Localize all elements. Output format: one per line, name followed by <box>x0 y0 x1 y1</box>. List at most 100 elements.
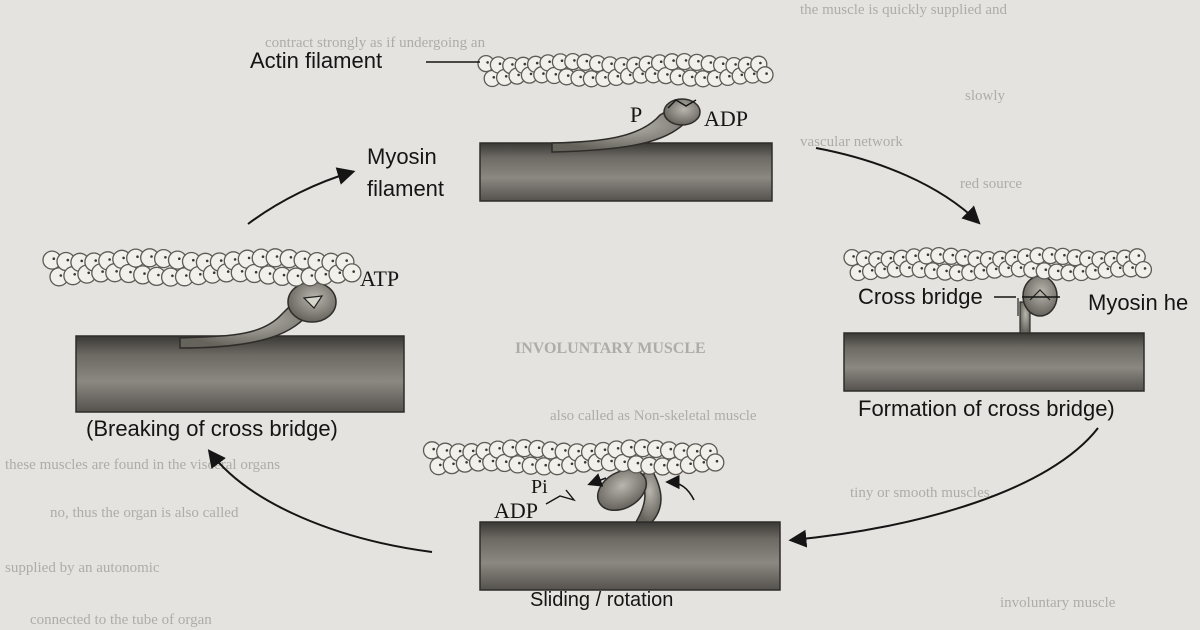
actin-bead-dot <box>517 73 520 77</box>
actin-bead-dot <box>310 274 314 277</box>
actin-bead-dot <box>721 62 725 65</box>
myosin-filament-label-line1: Myosin <box>367 144 437 169</box>
actin-bead-dot <box>537 446 541 450</box>
actin-bead-dot <box>689 462 692 466</box>
actin-bead-dot <box>728 74 731 78</box>
actin-bead-dot <box>656 446 659 450</box>
actin-bead-dot <box>1025 254 1029 257</box>
actin-bead-dot <box>1050 253 1054 256</box>
actin-bead-dot <box>690 75 694 79</box>
actin-bead-dot <box>199 273 202 276</box>
actin-bead-dot <box>458 449 462 453</box>
actin-bead-dot <box>994 267 998 271</box>
myosin-filament-left <box>75 281 405 413</box>
actin-bead-dot <box>1143 267 1147 270</box>
actin-bead-dot <box>143 272 146 275</box>
actin-bead-dot <box>684 59 688 62</box>
actin-bead-dot <box>1038 253 1041 256</box>
actin-bead-dot <box>1001 256 1004 260</box>
actin-bead-dot <box>1081 270 1085 273</box>
actin-bead-dot <box>452 462 455 466</box>
actin-bead-dot <box>597 459 600 463</box>
bg-text-10: no, thus the organ is also called <box>50 505 239 521</box>
actin-bead-dot <box>697 59 700 63</box>
actin-bead-dot <box>709 449 712 453</box>
pi-label-bottom: Pi <box>531 476 548 498</box>
actin-bead-dot <box>877 257 880 260</box>
actin-bead-dot <box>1131 266 1134 269</box>
actin-bead-dot <box>122 256 125 260</box>
actin-bead-dot <box>889 256 893 260</box>
actin-bead-dot <box>524 445 528 449</box>
actin-bead-dot <box>945 269 948 273</box>
cycle-arrow-bottom-left <box>207 449 433 553</box>
actin-bead-dot <box>669 447 673 451</box>
actin-bead-dot <box>643 445 646 449</box>
cycle-arrow-top-right <box>815 147 981 225</box>
myosin-filament-top <box>479 98 773 202</box>
actin-bead-dot <box>331 259 335 263</box>
myosin-filament-right <box>843 275 1145 392</box>
actin-bead-dot <box>932 268 936 271</box>
actin-bead-dot <box>296 274 300 278</box>
actin-bead-dot <box>1019 266 1023 269</box>
actin-bead-dot <box>715 76 719 79</box>
actin-bead-dot <box>108 258 111 261</box>
actin-bead-dot <box>115 270 118 273</box>
myosin-head-bottom <box>597 468 647 512</box>
actin-bead-dot <box>226 270 230 273</box>
actin-bead-dot <box>678 74 682 77</box>
actin-bead-dot <box>1032 267 1035 270</box>
actin-bead-dot <box>988 257 992 260</box>
actin-bead-dot <box>659 60 663 63</box>
actin-bead-dot <box>504 460 508 464</box>
actin-bead-dot <box>511 445 515 449</box>
actin-bead-dot <box>268 272 272 275</box>
actin-bead-dot <box>970 270 973 273</box>
actin-bead-dot <box>597 61 601 64</box>
actin-bead-dot <box>542 72 545 75</box>
actin-bead-dot <box>852 255 855 258</box>
cross-bridge-label: Cross bridge <box>858 284 983 309</box>
actin-bead-dot <box>129 270 132 274</box>
actin-bead-dot <box>551 447 554 451</box>
bg-text-3: slowly <box>965 88 1006 104</box>
actin-bead-dot <box>87 271 90 275</box>
actin-bead-dot <box>1063 253 1066 257</box>
actin-bead-dot <box>1137 254 1141 257</box>
actin-bead-dot <box>901 255 905 259</box>
actin-bead-dot <box>759 61 762 65</box>
actin-bead-dot <box>1056 269 1060 273</box>
bg-text-2: contract strongly as if undergoing an <box>265 35 486 51</box>
actin-bead-dot <box>66 258 70 262</box>
adp-label-bottom: ADP <box>494 498 539 523</box>
bg-text-4: vascular network <box>800 134 903 150</box>
actin-bead-dot <box>649 463 653 466</box>
cycle-arrow-bottom-right <box>788 427 1099 548</box>
actin-bead-dot <box>622 63 626 66</box>
actin-bead-dot <box>535 61 539 65</box>
actin-bead-dot <box>178 257 181 261</box>
actin-bead-dot <box>486 61 489 64</box>
actin-bead-dot <box>136 255 139 258</box>
actin-bead-dot <box>653 72 657 75</box>
actin-bead-dot <box>432 447 436 451</box>
actin-bead-dot <box>570 462 574 466</box>
actin-bead-dot <box>185 274 188 277</box>
actin-bead-dot <box>445 449 449 452</box>
actin-bead-dot <box>219 259 223 262</box>
pi-adp-marker <box>545 489 576 505</box>
bg-text-11: supplied by an autonomic <box>5 560 160 576</box>
actin-bead-dot <box>254 270 258 274</box>
actin-bead-dot <box>164 255 167 259</box>
actin-bead-dot <box>695 449 699 453</box>
actin-bead-dot <box>492 76 496 79</box>
actin-bead-dot <box>635 62 638 66</box>
bg-text-13: connected to the tube of organ <box>30 612 212 628</box>
actin-bead-dot <box>864 256 868 260</box>
actin-bead-dot <box>734 63 737 66</box>
actin-bead-dot <box>511 63 514 66</box>
actin-bead-dot <box>682 449 686 452</box>
actin-bead-dot <box>1106 267 1110 271</box>
bg-heading: INVOLUNTARY MUSCLE <box>515 340 706 357</box>
